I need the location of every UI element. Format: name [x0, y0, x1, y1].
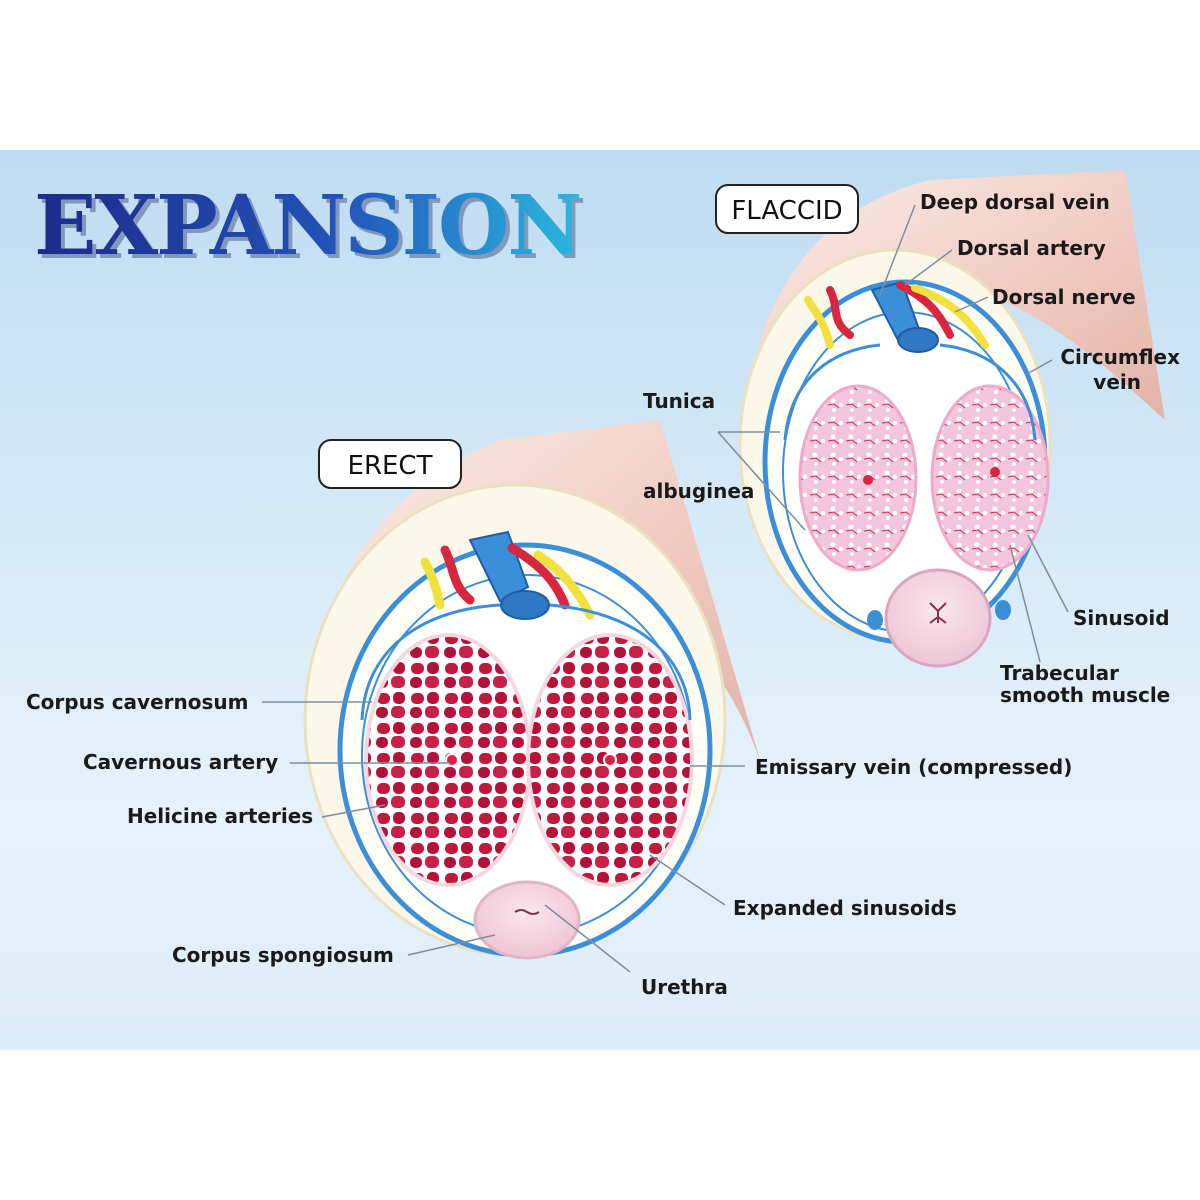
label-sinusoid: Sinusoid — [1073, 606, 1170, 630]
flaccid-label: FLACCID — [731, 196, 842, 226]
label-dorsal-nerve: Dorsal nerve — [992, 285, 1136, 309]
label-expanded-sinusoids: Expanded sinusoids — [733, 896, 957, 920]
erect-cavernous-artery-right — [603, 753, 617, 767]
label-dorsal-artery: Dorsal artery — [957, 236, 1106, 260]
erect-dorsal-nerve-right — [533, 550, 595, 620]
flaccid-urethra — [929, 602, 947, 624]
label-circumflex-vein-2: vein — [1093, 370, 1141, 394]
flaccid-cavernous-artery-left — [863, 475, 873, 485]
flaccid-dorsal-artery-left — [826, 286, 854, 339]
label-trabecular-2: smooth muscle — [1000, 683, 1170, 707]
flaccid-vein-end — [897, 327, 939, 353]
erect-corpus-spongiosum — [473, 880, 581, 960]
title-shadow: EXPANSION — [38, 182, 584, 278]
flaccid-dorsal-artery-right — [896, 281, 954, 339]
flaccid-vein-bottom-left — [867, 610, 883, 630]
label-tunica: Tunica — [643, 389, 715, 413]
label-emissary-vein: Emissary vein (compressed) — [755, 755, 1072, 779]
page-title: EXPANSION — [34, 178, 580, 274]
erect-urethra — [514, 909, 540, 915]
erect-dorsal-nerve-left — [420, 557, 445, 610]
erect-cavernous-artery-left — [445, 753, 459, 767]
flaccid-corpus-left — [798, 384, 918, 572]
label-helicine-arteries: Helicine arteries — [127, 804, 313, 828]
erect-circumflex-vein-left — [360, 603, 501, 721]
erect-badge: ERECT — [318, 439, 462, 489]
label-circumflex-vein-1: Circumflex — [1060, 345, 1180, 369]
erect-label: ERECT — [348, 451, 433, 481]
erect-dorsal-artery-right — [507, 543, 570, 610]
flaccid-badge: FLACCID — [715, 184, 859, 234]
label-corpus-spongiosum: Corpus spongiosum — [172, 943, 394, 967]
flaccid-circumflex-vein-left — [783, 343, 881, 441]
label-corpus-cavernosum: Corpus cavernosum — [26, 690, 248, 714]
flaccid-circumflex-vein-right — [939, 343, 1037, 441]
flaccid-cross-section — [738, 170, 1165, 668]
label-urethra: Urethra — [641, 975, 728, 999]
flaccid-corpus-right — [930, 384, 1050, 572]
label-trabecular-1: Trabecular — [1000, 661, 1119, 685]
leader-lines — [262, 204, 1069, 973]
label-albuginea: albuginea — [643, 479, 754, 503]
flaccid-cavernous-artery-right — [990, 467, 1000, 477]
label-deep-dorsal-vein: Deep dorsal vein — [920, 190, 1110, 214]
flaccid-vein-bottom-right — [995, 600, 1011, 620]
erect-circumflex-vein-right — [549, 603, 692, 721]
label-cavernous-artery: Cavernous artery — [83, 750, 278, 774]
erect-cross-section — [303, 420, 760, 960]
erect-vein-end — [500, 590, 550, 620]
flaccid-dorsal-nerve-left — [804, 296, 834, 349]
erect-dorsal-artery-left — [440, 545, 475, 605]
